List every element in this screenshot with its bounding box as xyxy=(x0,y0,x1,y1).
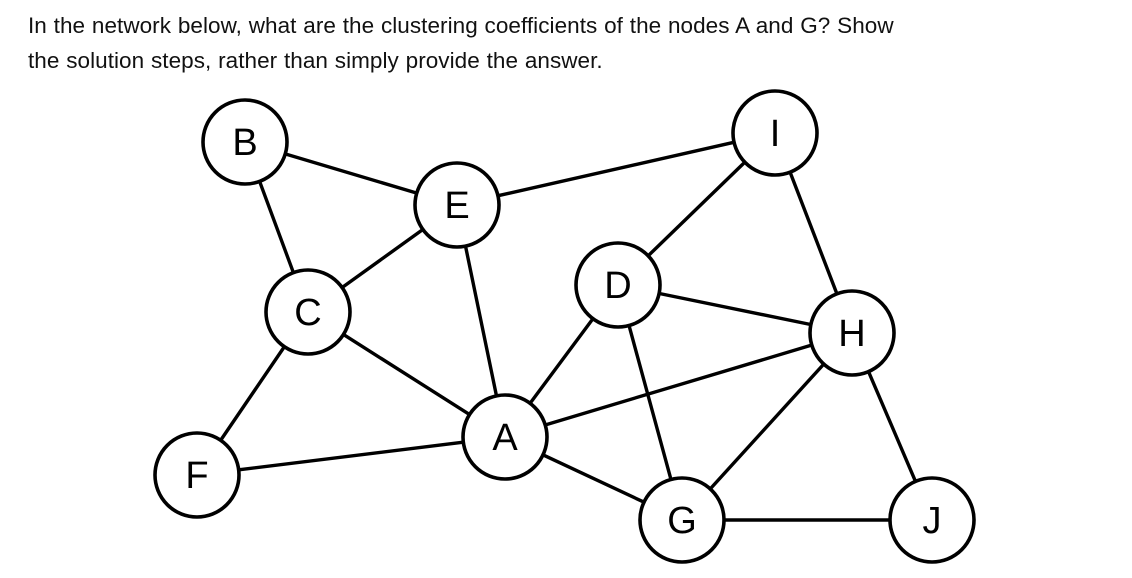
graph-edge-B-C xyxy=(257,178,296,276)
graph-node-circle-G xyxy=(638,476,726,564)
graph-node-circle-F xyxy=(153,431,241,519)
graph-node-circle-J xyxy=(888,476,976,564)
graph-node-circle-C xyxy=(264,268,352,356)
graph-node-D: D xyxy=(574,241,662,329)
graph-edge-C-E xyxy=(339,227,426,290)
graph-edge-E-I xyxy=(495,140,737,198)
graph-edge-E-A xyxy=(463,243,499,399)
graph-edge-A-H xyxy=(542,343,815,427)
graph-node-I: I xyxy=(731,89,819,177)
graph-edge-A-F xyxy=(235,440,467,472)
graph-node-B: B xyxy=(201,98,289,186)
graph-node-C: C xyxy=(264,268,352,356)
question-line-2: the solution steps, rather than simply p… xyxy=(28,48,603,73)
graph-edge-H-G xyxy=(707,361,827,492)
graph-edge-A-G xyxy=(540,452,647,505)
graph-edge-D-G xyxy=(627,322,673,483)
graph-edge-C-F xyxy=(218,344,287,443)
network-diagram: B E I C D H A F G J xyxy=(0,82,1132,578)
network-graph-svg: B E I C D H A F G J xyxy=(153,89,976,564)
graph-node-circle-E xyxy=(413,161,501,249)
graph-edge-D-H xyxy=(656,291,814,327)
graph-node-G: G xyxy=(638,476,726,564)
graph-node-circle-I xyxy=(731,89,819,177)
graph-node-J: J xyxy=(888,476,976,564)
graph-node-E: E xyxy=(413,161,501,249)
graph-node-circle-B xyxy=(201,98,289,186)
graph-node-circle-H xyxy=(808,289,896,377)
graph-node-circle-A xyxy=(461,393,549,481)
graph-edge-I-D xyxy=(645,159,748,259)
graph-node-circle-D xyxy=(574,241,662,329)
graph-edge-I-H xyxy=(788,169,839,297)
graph-edge-C-A xyxy=(340,332,473,417)
graph-node-A: A xyxy=(461,393,549,481)
question-line-1: In the network below, what are the clust… xyxy=(28,13,894,38)
edge-layer xyxy=(218,140,918,522)
node-layer: B E I C D H A F G J xyxy=(153,89,976,564)
graph-edge-B-E xyxy=(282,151,420,196)
graph-edge-D-A xyxy=(527,316,596,406)
graph-node-F: F xyxy=(153,431,241,519)
question-text: In the network below, what are the clust… xyxy=(28,8,1106,78)
graph-edge-H-J xyxy=(866,369,918,484)
graph-node-H: H xyxy=(808,289,896,377)
